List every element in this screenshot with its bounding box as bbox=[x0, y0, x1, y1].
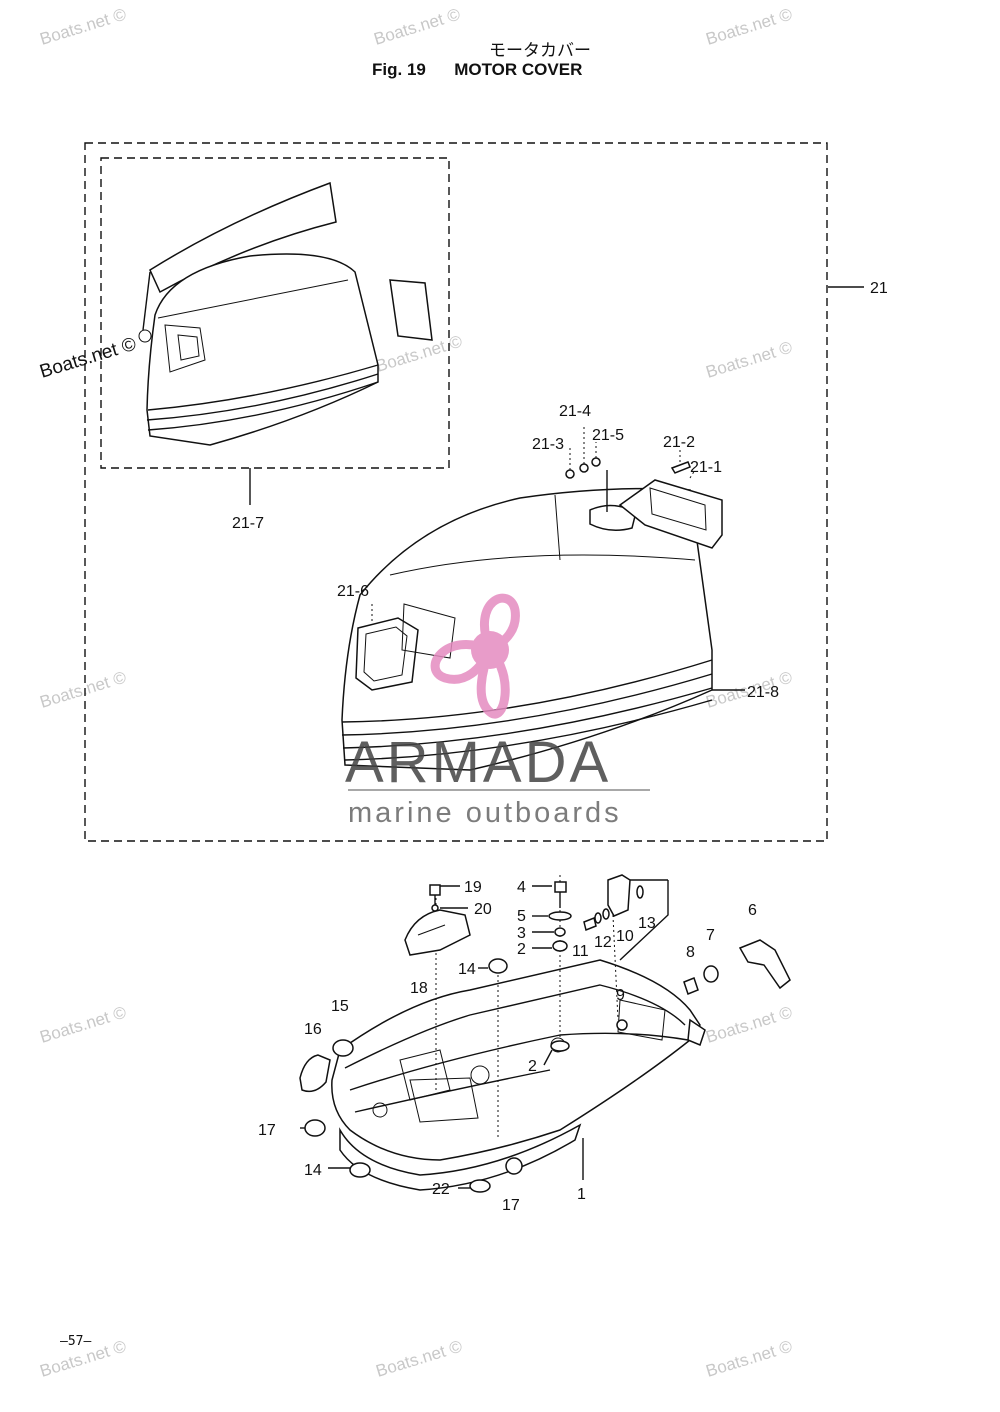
callout-17: 17 bbox=[258, 1122, 276, 1139]
callout-14: 14 bbox=[458, 961, 476, 978]
callout-18: 18 bbox=[410, 980, 428, 997]
watermark: Boats.net © bbox=[372, 4, 463, 48]
callout-8: 8 bbox=[686, 944, 695, 961]
callout-10: 10 bbox=[616, 928, 634, 945]
watermark: Boats.net © bbox=[704, 337, 795, 381]
watermark: Boats.net © bbox=[704, 4, 795, 48]
callout-2: 2 bbox=[528, 1058, 537, 1075]
page-number: —57— bbox=[60, 1334, 92, 1349]
callout-3: 3 bbox=[517, 925, 526, 942]
propeller-icon bbox=[430, 593, 520, 719]
callout-16: 16 bbox=[304, 1021, 322, 1038]
logo-tagline: marine outboards bbox=[348, 797, 622, 829]
watermark: Boats.net © bbox=[38, 667, 129, 711]
callout-5: 5 bbox=[517, 908, 526, 925]
callout-9: 9 bbox=[616, 987, 625, 1004]
figure-title: Fig. 19 MOTOR COVER bbox=[372, 60, 582, 80]
cover-21-7-drawing bbox=[138, 181, 433, 505]
callout-7: 7 bbox=[706, 927, 715, 944]
watermark-dark: Boats.net © bbox=[37, 334, 138, 383]
callout-21-7: 21-7 bbox=[232, 515, 264, 532]
callout-14: 14 bbox=[304, 1162, 322, 1179]
callout-19: 19 bbox=[464, 879, 482, 896]
callout-6: 6 bbox=[748, 902, 757, 919]
callout-20: 20 bbox=[474, 901, 492, 918]
callout-21-8: 21-8 bbox=[747, 684, 779, 701]
figure-name: MOTOR COVER bbox=[454, 60, 583, 79]
figure-number: Fig. 19 bbox=[372, 60, 426, 79]
callout-11: 11 bbox=[572, 943, 589, 960]
title-japanese: モータカバー bbox=[489, 41, 591, 61]
bottom-cowl-drawing bbox=[331, 875, 706, 1191]
callout-2: 2 bbox=[517, 941, 526, 958]
watermark: Boats.net © bbox=[38, 1002, 129, 1046]
watermark: Boats.net © bbox=[704, 1336, 795, 1380]
callout-22: 22 bbox=[432, 1181, 450, 1198]
callout-21-2: 21-2 bbox=[663, 434, 695, 451]
callout-21-5: 21-5 bbox=[592, 427, 624, 444]
callout-21-4: 21-4 bbox=[559, 403, 591, 420]
armada-logo: ARMADA marine outboards bbox=[345, 593, 650, 829]
watermark: Boats.net © bbox=[38, 4, 129, 48]
callout-labels: 21 21-4 21-3 21-5 21-2 21-1 21-7 21-6 21… bbox=[232, 280, 888, 1214]
callout-21-6: 21-6 bbox=[337, 583, 369, 600]
cover-21-drawing bbox=[341, 286, 864, 771]
callout-21-3: 21-3 bbox=[532, 436, 564, 453]
callout-4: 4 bbox=[517, 879, 526, 896]
assembly-21-boundary bbox=[84, 142, 828, 842]
logo-name: ARMADA bbox=[345, 730, 611, 795]
watermark: Boats.net © bbox=[704, 1002, 795, 1046]
callout-21-1: 21-1 bbox=[690, 459, 722, 476]
callout-12: 12 bbox=[594, 934, 612, 951]
leader-lines bbox=[300, 885, 554, 1189]
callout-17: 17 bbox=[502, 1197, 520, 1214]
watermark: Boats.net © bbox=[374, 1336, 465, 1380]
callout-21: 21 bbox=[870, 280, 888, 297]
assembly-21-7-boundary bbox=[100, 157, 450, 469]
callout-15: 15 bbox=[331, 998, 349, 1015]
callout-1: 1 bbox=[577, 1186, 586, 1203]
callout-13: 13 bbox=[638, 915, 656, 932]
hardware-drawing bbox=[299, 874, 791, 1193]
